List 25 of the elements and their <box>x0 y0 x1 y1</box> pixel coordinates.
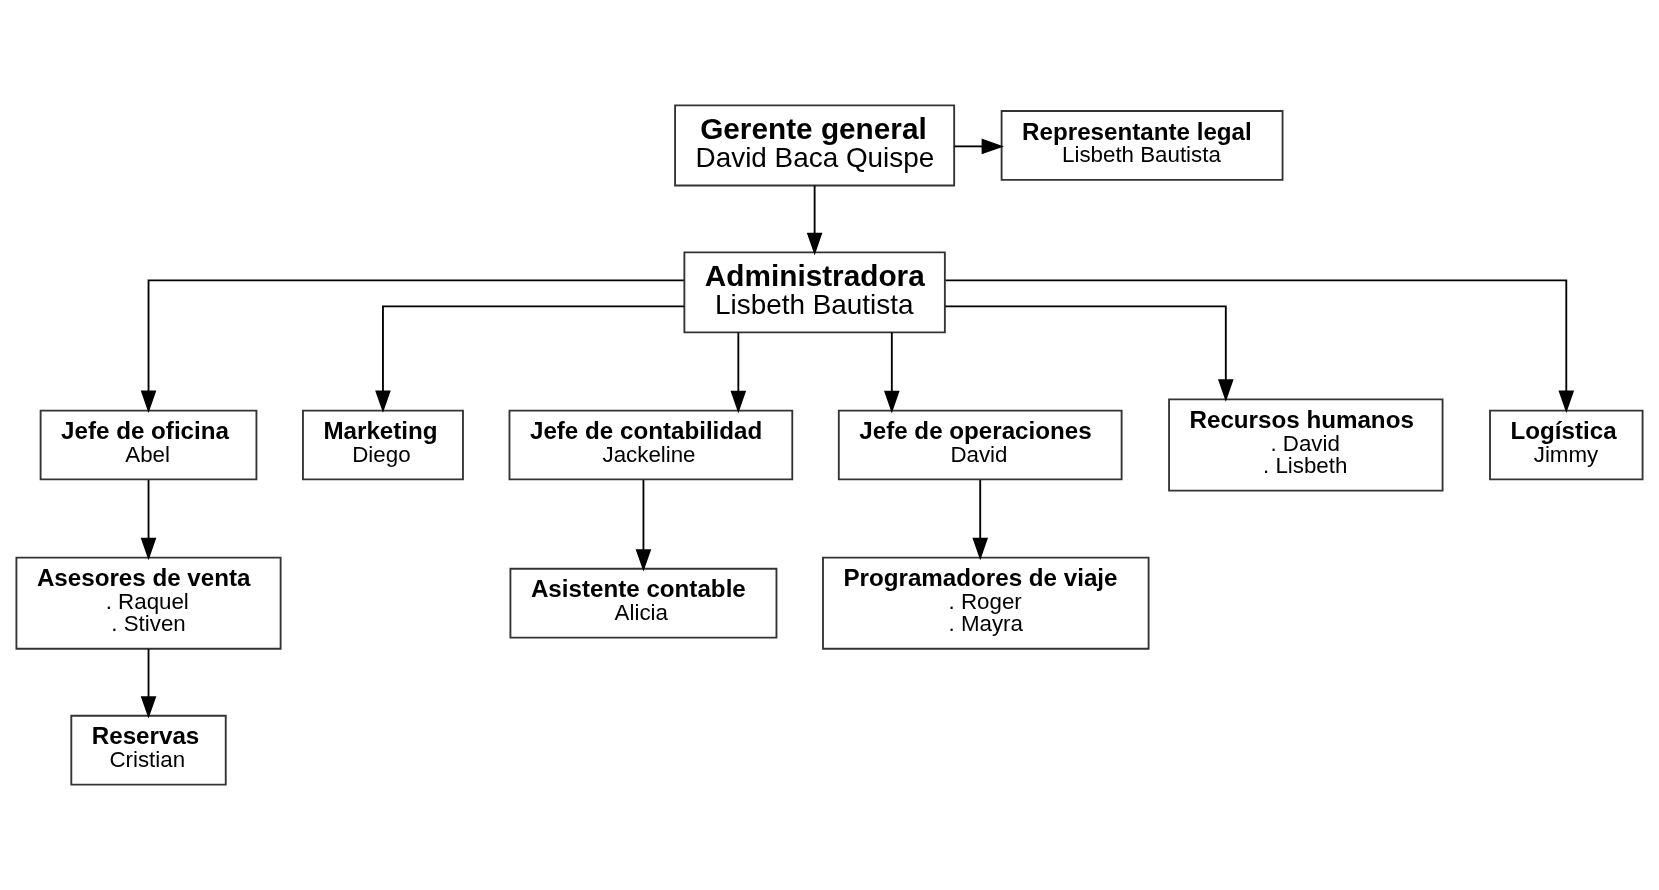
node-box: Asistente contable Alicia <box>509 567 778 639</box>
node-box: Logística Jimmy <box>1489 409 1644 481</box>
arrow <box>140 279 685 413</box>
node-box: Asesores de venta . Raquel . Stiven <box>15 556 282 650</box>
node-box: Recursos humanos . David . Lisbeth <box>1168 398 1444 492</box>
node-box: Jefe de contabilidad Jackeline <box>508 409 794 481</box>
arrow <box>375 305 685 413</box>
arrow <box>884 331 900 414</box>
arrow <box>730 331 747 414</box>
arrow <box>140 479 157 561</box>
node-box: Jefe de operaciones David <box>837 409 1123 481</box>
arrow <box>944 279 1575 413</box>
arrow <box>972 479 989 561</box>
arrow <box>806 184 823 256</box>
node-box: Reservas Cristian <box>70 714 227 786</box>
node-box: Representante legal Lisbeth Bautista <box>1000 110 1284 181</box>
node-box: Programadores de viaje . Roger . Mayra <box>822 556 1150 650</box>
arrow <box>140 647 157 719</box>
node-box: Administradora Lisbeth Bautista <box>683 251 946 334</box>
node-box: Gerente general David Baca Quispe <box>674 104 956 187</box>
arrow <box>635 479 652 572</box>
node-box: Jefe de oficina Abel <box>39 409 258 481</box>
arrow <box>953 138 1004 155</box>
node-box: Marketing Diego <box>302 409 464 481</box>
arrow <box>944 305 1234 402</box>
